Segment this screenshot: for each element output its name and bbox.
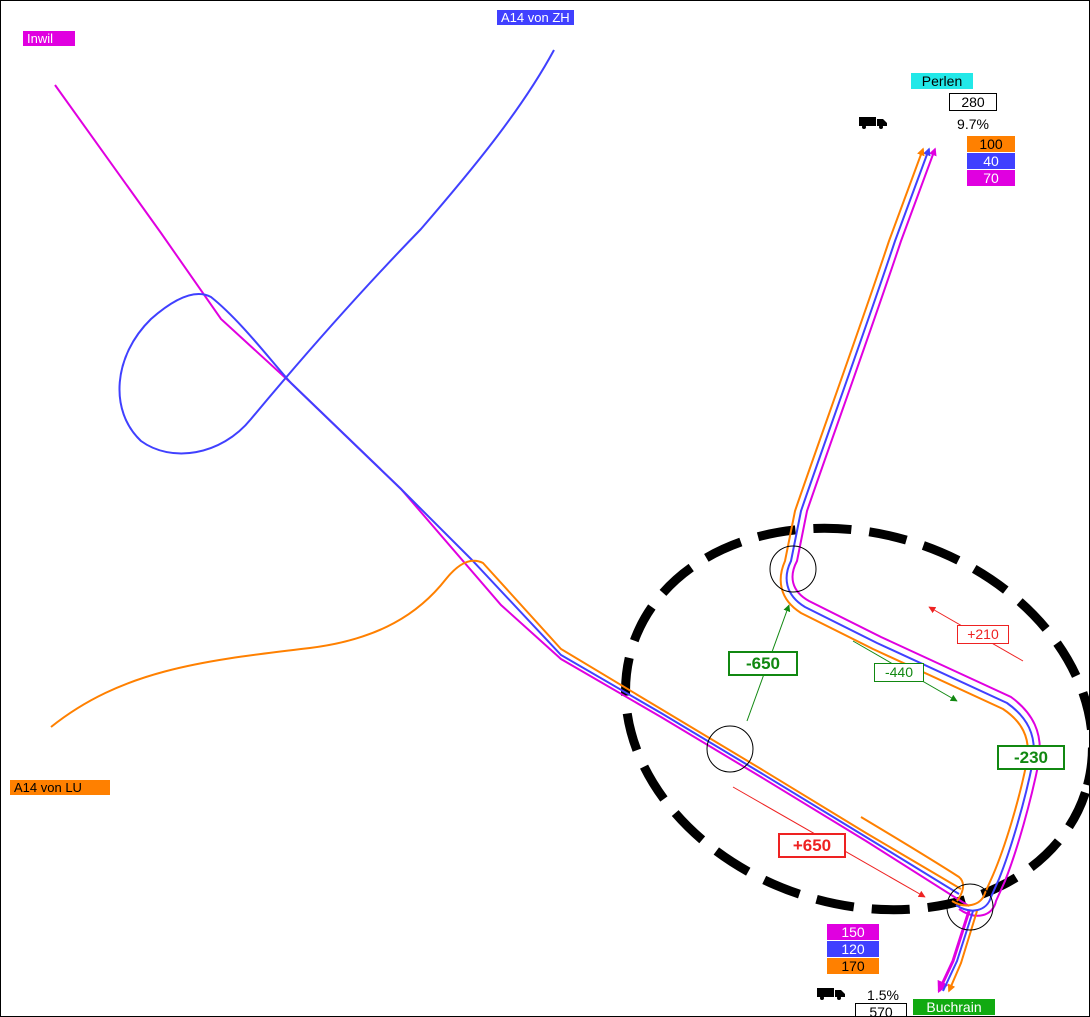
change-bypass-south: +650 bbox=[778, 833, 846, 858]
buchrain-blue-count: 120 bbox=[827, 941, 879, 957]
change-loop-down: -440 bbox=[874, 663, 924, 682]
study-area-ellipse bbox=[621, 523, 1089, 915]
origin-label-inwil: Inwil bbox=[23, 31, 75, 46]
perlen-orange-count: 100 bbox=[967, 136, 1015, 152]
bundle-orange-buchrain bbox=[947, 910, 978, 993]
perlen-truck-share: 9.7% bbox=[957, 116, 989, 132]
route-a14-zh bbox=[118, 49, 960, 895]
perlen-total: 280 bbox=[949, 93, 997, 111]
loop-magenta bbox=[791, 147, 1041, 917]
node-circle-icon bbox=[946, 883, 994, 931]
buchrain-magenta-count: 150 bbox=[827, 924, 879, 940]
route-a14-lu bbox=[50, 559, 962, 890]
buchrain-truck-share: 1.5% bbox=[867, 987, 899, 1003]
destination-label-perlen: Perlen bbox=[911, 73, 973, 89]
bundle-orange-perlen bbox=[860, 816, 965, 902]
loop-orange bbox=[779, 147, 1029, 907]
origin-label-a14-zh: A14 von ZH bbox=[497, 10, 574, 25]
buchrain-total: 570 bbox=[855, 1003, 907, 1016]
change-east-leg: -230 bbox=[997, 745, 1065, 770]
bundle-blue-buchrain bbox=[942, 910, 974, 992]
origin-label-a14-lu: A14 von LU bbox=[10, 780, 110, 795]
perlen-blue-count: 40 bbox=[967, 153, 1015, 169]
change-loop-up: +210 bbox=[957, 625, 1009, 644]
buchrain-orange-count: 170 bbox=[827, 958, 879, 974]
perlen-magenta-count: 70 bbox=[967, 170, 1015, 186]
node-circle-icon bbox=[769, 545, 817, 593]
route-inwil bbox=[54, 84, 970, 907]
change-to-perlen: -650 bbox=[728, 651, 798, 676]
loop-blue bbox=[785, 147, 1035, 912]
node-circle-icon bbox=[706, 725, 754, 773]
truck-icon bbox=[817, 988, 845, 1000]
bundle-magenta-buchrain bbox=[937, 910, 971, 994]
destination-label-buchrain: Buchrain bbox=[913, 999, 995, 1015]
truck-icon bbox=[859, 117, 887, 129]
